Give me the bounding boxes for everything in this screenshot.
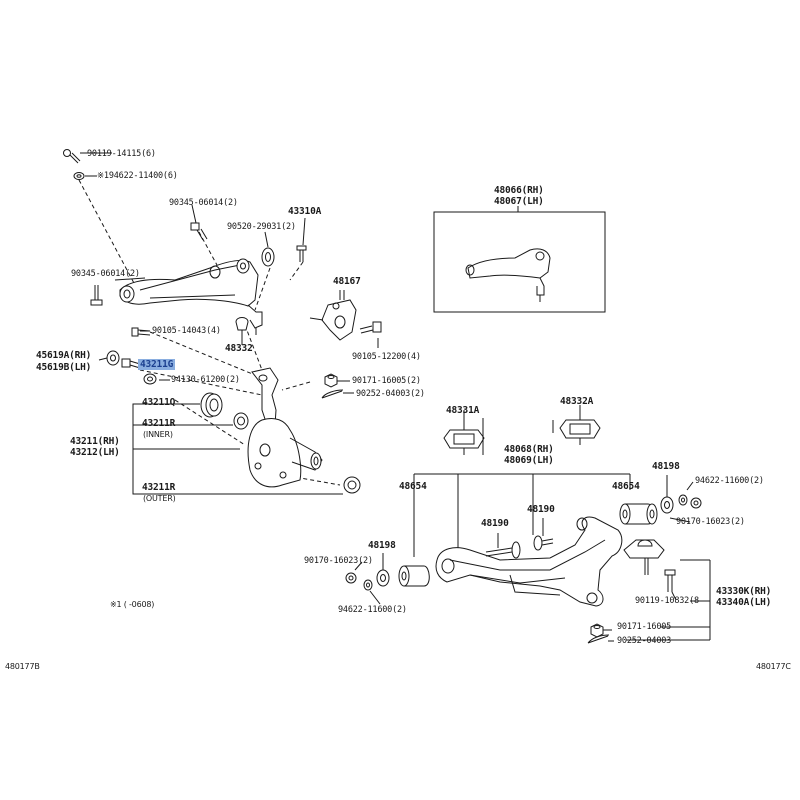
label-48068: 48068(RH) [504,444,554,455]
label-45619b: 45619B(LH) [36,362,92,373]
group-bracket-43211 [132,403,343,495]
bolt-90119-10832 [664,569,676,592]
label-48066: 48066(RH) [494,185,544,196]
collar-45619 [106,350,141,369]
label-90170-16023-right: 90170-16023(2) [676,517,745,527]
upper-control-arm [119,258,263,335]
nut-90170-right [690,497,702,509]
label-48332a: 48332A [560,396,594,407]
label-48198-left: 48198 [368,540,396,551]
diagram-code-left: 480177B [5,662,40,671]
upper-arm-inset [465,248,551,302]
label-43212-lh: 43212(LH) [70,447,120,458]
label-48190-b: 48190 [527,504,555,515]
label-48654-right: 48654 [612,481,640,492]
label-90345-06014-top: 90345-06014(2) [169,198,238,208]
washer-194622 [73,172,85,180]
label-45619a: 45619A(RH) [36,350,92,361]
label-90520-29031: 90520-29031(2) [227,222,296,232]
bumper-48332 [235,317,249,336]
bracket-48167 [309,290,357,341]
label-90105-12200: 90105-12200(4) [352,352,421,362]
bolt-48190-b [533,518,554,551]
nut-90170-left [345,572,357,584]
label-48067: 48067(LH) [494,196,544,207]
label-43340a: 43340A(LH) [716,597,772,608]
leader-lines-top [98,204,354,394]
bump-stop-48331a [443,410,485,455]
label-90170-16023-left: 90170-16023(2) [304,556,373,566]
label-48190-a: 48190 [481,518,509,529]
highlighted-part-number[interactable]: 43211G [138,359,176,370]
bushing-48654-left [398,565,430,587]
diagram-code-right: 480177C [756,662,791,671]
ball-joint-43330k [623,539,665,575]
label-48332: 48332 [225,343,253,354]
bolt-90345-left [90,285,103,306]
cotter-pin-lower [587,634,610,644]
label-94130-61200: 94130-61200(2) [171,375,240,385]
label-outer-tag: (OUTER) [143,494,176,503]
label-43310a: 43310A [288,206,322,217]
bolt-48190-a [485,533,521,559]
label-94622-11600-left: 94622-11600(2) [338,605,407,615]
label-48331a: 48331A [446,405,480,416]
group-bracket-43330 [626,559,711,641]
label-43211q: 43211Q [142,397,176,408]
label-90171-16005-lower: 90171-16005 [617,622,672,632]
label-inner-tag: (INNER) [143,430,173,439]
bump-stop-48332a [559,405,601,445]
label-194622-11400: ※194622-11400(6) [97,171,178,181]
nut-90171-lower [590,623,604,638]
cam-48198-left [376,553,390,587]
stud-43310a [296,245,307,262]
label-48069: 48069(LH) [504,455,554,466]
cotter-pin-upper [321,389,344,399]
bolt-90105-12200 [359,321,382,348]
label-43211g[interactable]: 43211G [138,359,176,370]
label-90119-14115: 90119-14115(6) [87,149,156,159]
label-43211r-inner: 43211R [142,418,176,429]
label-90252-04003-lower: 90252-04003 [617,636,672,646]
bolt-90119-14115 [63,149,81,164]
label-48167: 48167 [333,276,361,287]
steering-knuckle [247,367,323,488]
footnote: ※1 ( -0608) [110,600,155,609]
label-43211r-outer: 43211R [142,482,176,493]
bearing-43211q [200,392,223,418]
bolt-90345-top [190,222,208,241]
label-48654-left: 48654 [399,481,427,492]
label-90345-06014-left: 90345-06014(2) [71,269,140,279]
inset-box-48066 [433,211,606,313]
bushing-90520 [261,247,275,267]
label-90105-14043: 90105-14043(4) [152,326,221,336]
group-bracket-48068 [413,473,631,557]
label-43211-rh: 43211(RH) [70,436,120,447]
nut-90171-upper [324,373,338,388]
bearing-43211r-outer [343,476,361,494]
bolt-90105-14043 [131,327,151,337]
label-90252-04003-upper: 90252-04003(2) [356,389,425,399]
label-90119-10832: 90119-10832(8 [635,596,699,606]
label-48198-right: 48198 [652,461,680,472]
bearing-43211r-inner [233,412,249,430]
nut-94130 [143,373,157,385]
washer-94622-left [363,579,373,591]
cam-48198-right [660,475,674,514]
washer-94622-right [678,481,694,506]
label-94622-11600-right: 94622-11600(2) [695,476,764,486]
leader-lines-lower [354,418,691,642]
label-90171-16005-upper: 90171-16005(2) [352,376,421,386]
label-43330k: 43330K(RH) [716,586,772,597]
bushing-48654-right [619,503,658,525]
lower-control-arm [435,516,623,607]
